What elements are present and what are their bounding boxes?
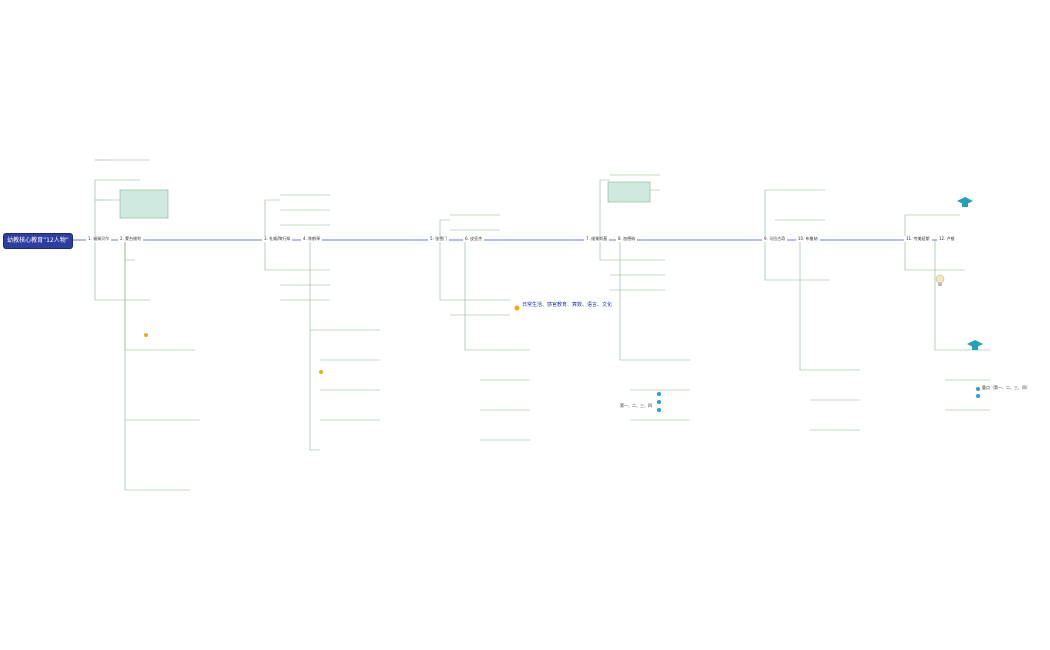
section-12[interactable]: 12. 卢梭 xyxy=(937,236,957,242)
star-icon xyxy=(657,400,661,404)
graduation-cap-icon xyxy=(967,340,983,350)
section-7[interactable]: 7. 维果斯基 xyxy=(584,236,610,242)
section-8[interactable]: 8. 加德纳 xyxy=(616,236,638,242)
star-icon xyxy=(976,387,980,391)
star-icon xyxy=(657,408,661,412)
callout-large-text: 日常生活、感官教育、算数、语言、文化 xyxy=(522,302,613,308)
section-5[interactable]: 5. 张雪门 xyxy=(428,236,450,242)
highlight-box-1 xyxy=(119,189,169,219)
section-10[interactable]: 10. 布鲁纳 xyxy=(796,236,820,242)
section-2[interactable]: 2. 蒙台梭利 xyxy=(118,236,144,242)
star-icon xyxy=(514,305,520,311)
callout-handwriting-left: 第一、二、三、四 xyxy=(620,403,652,408)
section-4[interactable]: 4. 陈鹤琴 xyxy=(301,236,323,242)
root-node[interactable]: 幼教核心教育“12人物” xyxy=(4,234,72,248)
star-icon xyxy=(976,394,980,398)
star-icon xyxy=(657,392,661,396)
section-1[interactable]: 1. 福禄贝尔 xyxy=(86,236,112,242)
lightbulb-icon xyxy=(935,274,945,286)
star-icon xyxy=(144,333,148,337)
section-11[interactable]: 11. 夸美纽斯 xyxy=(904,236,932,242)
highlight-box-2 xyxy=(607,181,651,203)
star-icon xyxy=(319,370,323,374)
section-9[interactable]: 9. 马拉古奇 xyxy=(762,236,788,242)
section-6[interactable]: 6. 皮亚杰 xyxy=(463,236,485,242)
graduation-cap-icon xyxy=(957,197,973,207)
callout-handwriting-right: 重点（第一、二、三、四） xyxy=(982,385,1030,390)
section-3[interactable]: 3. 杜威/陶行知 xyxy=(262,236,293,242)
